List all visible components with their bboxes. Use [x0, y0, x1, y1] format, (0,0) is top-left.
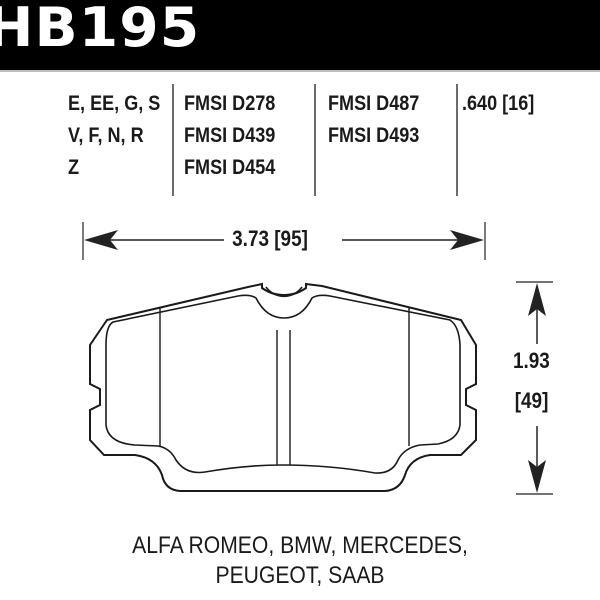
friction-material-outline: [105, 294, 461, 474]
fmsi-code: FMSI D278: [184, 92, 276, 115]
fmsi-code: FMSI D454: [184, 156, 276, 179]
vehicle-applications: ALFA ROMEO, BMW, MERCEDES, PEUGEOT, SAAB: [0, 531, 600, 591]
notch-outline: [265, 286, 303, 298]
header-bar: HB195: [0, 0, 600, 72]
thickness-value: .640 [16]: [462, 92, 535, 115]
fmsi-code: FMSI D493: [328, 124, 420, 147]
column-divider: [456, 84, 458, 196]
height-dimension-inches: 1.93: [512, 348, 550, 373]
width-dimension-label: 3.73 [95]: [232, 226, 308, 251]
applications-line-1: ALFA ROMEO, BMW, MERCEDES,: [132, 532, 468, 559]
header-divider: [0, 70, 600, 72]
fmsi-list-1: FMSI D278 FMSI D439 FMSI D454: [184, 88, 275, 184]
part-number: HB195: [0, 0, 201, 59]
applications-line-2: PEUGEOT, SAAB: [215, 562, 385, 589]
width-dimension-arrow: [82, 222, 486, 260]
compound-line: Z: [68, 156, 80, 179]
column-divider: [172, 84, 174, 196]
thickness-spec: .640 [16]: [462, 88, 534, 120]
height-dimension-mm: [49]: [514, 388, 549, 413]
fmsi-code: FMSI D487: [328, 92, 420, 115]
backing-plate-outline: [89, 282, 477, 492]
fmsi-list-2: FMSI D487 FMSI D493: [328, 88, 419, 152]
column-divider: [314, 84, 316, 196]
compound-line: E, EE, G, S: [68, 92, 161, 115]
height-dimension-arrow: [516, 281, 553, 495]
compound-list: E, EE, G, S V, F, N, R Z: [68, 88, 160, 184]
compound-line: V, F, N, R: [68, 124, 144, 147]
fmsi-code: FMSI D439: [184, 124, 276, 147]
